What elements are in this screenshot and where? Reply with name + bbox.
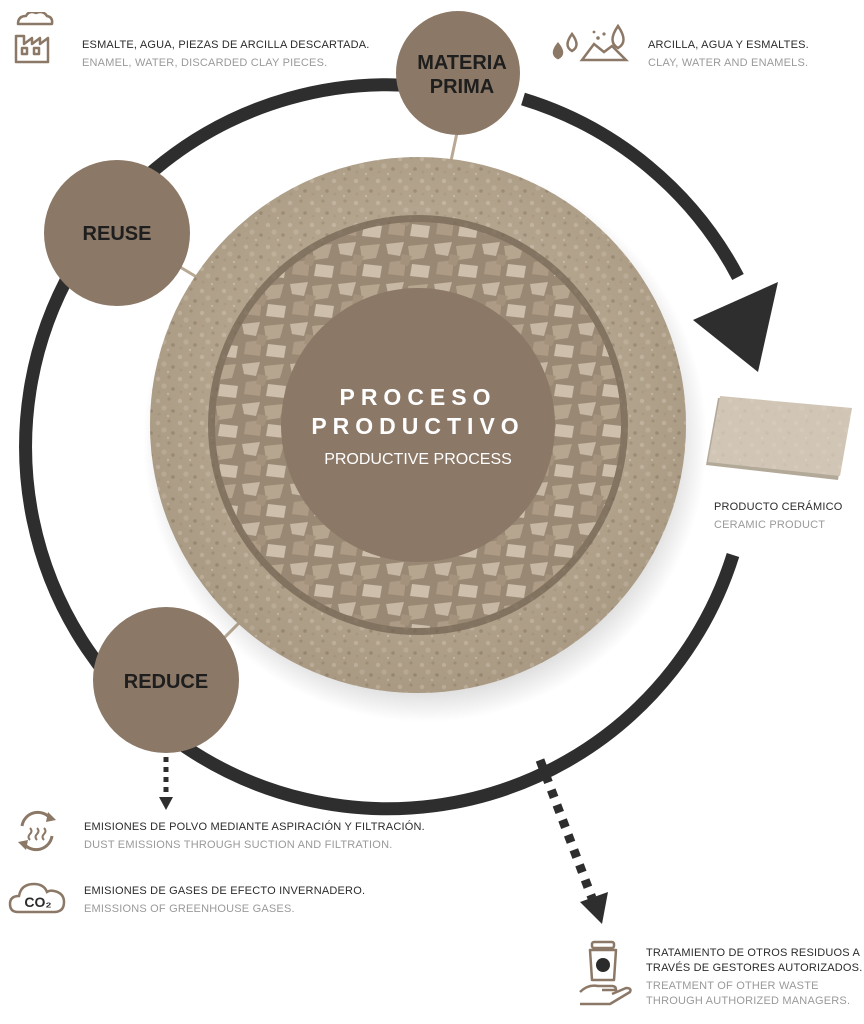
center-subtitle: PRODUCTIVE PROCESS [324,451,512,468]
node-reuse [44,160,190,306]
note-dust-es: EMISIONES DE POLVO MEDIANTE ASPIRACIÓN Y… [84,821,425,833]
co2-cloud-icon: CO₂ [8,882,66,914]
co2-icon-text: CO₂ [24,894,51,910]
ceramic-tile-icon [706,396,852,480]
node-reduce [93,607,239,753]
process-ring-arc [521,92,744,281]
note-top-right-en: CLAY, WATER AND ENAMELS. [648,56,809,69]
note-product: PRODUCTO CERÁMICO CERAMIC PRODUCT [714,500,842,533]
note-top-right-es: ARCILLA, AGUA Y ESMALTES. [648,39,809,51]
note-waste-es-2: TRAVÉS DE GESTORES AUTORIZADOS. [646,961,863,974]
note-waste-en-1: TREATMENT OF OTHER WASTE [646,979,819,992]
note-product-es: PRODUCTO CERÁMICO [714,501,843,513]
arrow-to-product [693,282,778,372]
factory-icon [14,12,54,64]
filtration-cycle-icon [18,810,56,852]
node-materia-label-1: MATERIA [417,52,507,74]
note-waste-es-1: TRATAMIENTO DE OTROS RESIDUOS A [646,947,861,959]
note-dust: EMISIONES DE POLVO MEDIANTE ASPIRACIÓN Y… [84,820,425,853]
node-reduce-label: REDUCE [124,671,208,693]
node-materia-label-2: PRIMA [430,76,494,98]
note-top-left-en: ENAMEL, WATER, DISCARDED CLAY PIECES. [82,56,328,69]
process-ring-arc-main [19,78,740,816]
note-co2: EMISIONES DE GASES DE EFECTO INVERNADERO… [84,884,365,917]
node-reuse-label: REUSE [83,223,152,245]
dotted-arrow-waste [535,758,597,900]
note-dust-en: DUST EMISSIONS THROUGH SUCTION AND FILTR… [84,838,393,851]
note-top-left-es: ESMALTE, AGUA, PIEZAS DE ARCILLA DESCART… [82,39,370,51]
note-product-en: CERAMIC PRODUCT [714,518,826,531]
node-materia-prima [396,11,520,135]
center-title-line2: PRODUCTIVO [311,413,524,439]
note-top-right: ARCILLA, AGUA Y ESMALTES. CLAY, WATER AN… [648,38,809,71]
water-drops-icon [552,23,630,62]
note-co2-en: EMISSIONS OF GREENHOUSE GASES. [84,902,295,915]
center-circle [281,288,555,562]
note-top-left: ESMALTE, AGUA, PIEZAS DE ARCILLA DESCART… [82,38,370,71]
center-title-line1: PROCESO [339,384,496,410]
note-co2-es: EMISIONES DE GASES DE EFECTO INVERNADERO… [84,885,366,897]
note-waste: TRATAMIENTO DE OTROS RESIDUOS A TRAVÉS D… [646,946,862,1008]
note-waste-en-2: THROUGH AUTHORIZED MANAGERS. [646,994,851,1007]
recycling-bin-hand-icon [579,940,632,1006]
